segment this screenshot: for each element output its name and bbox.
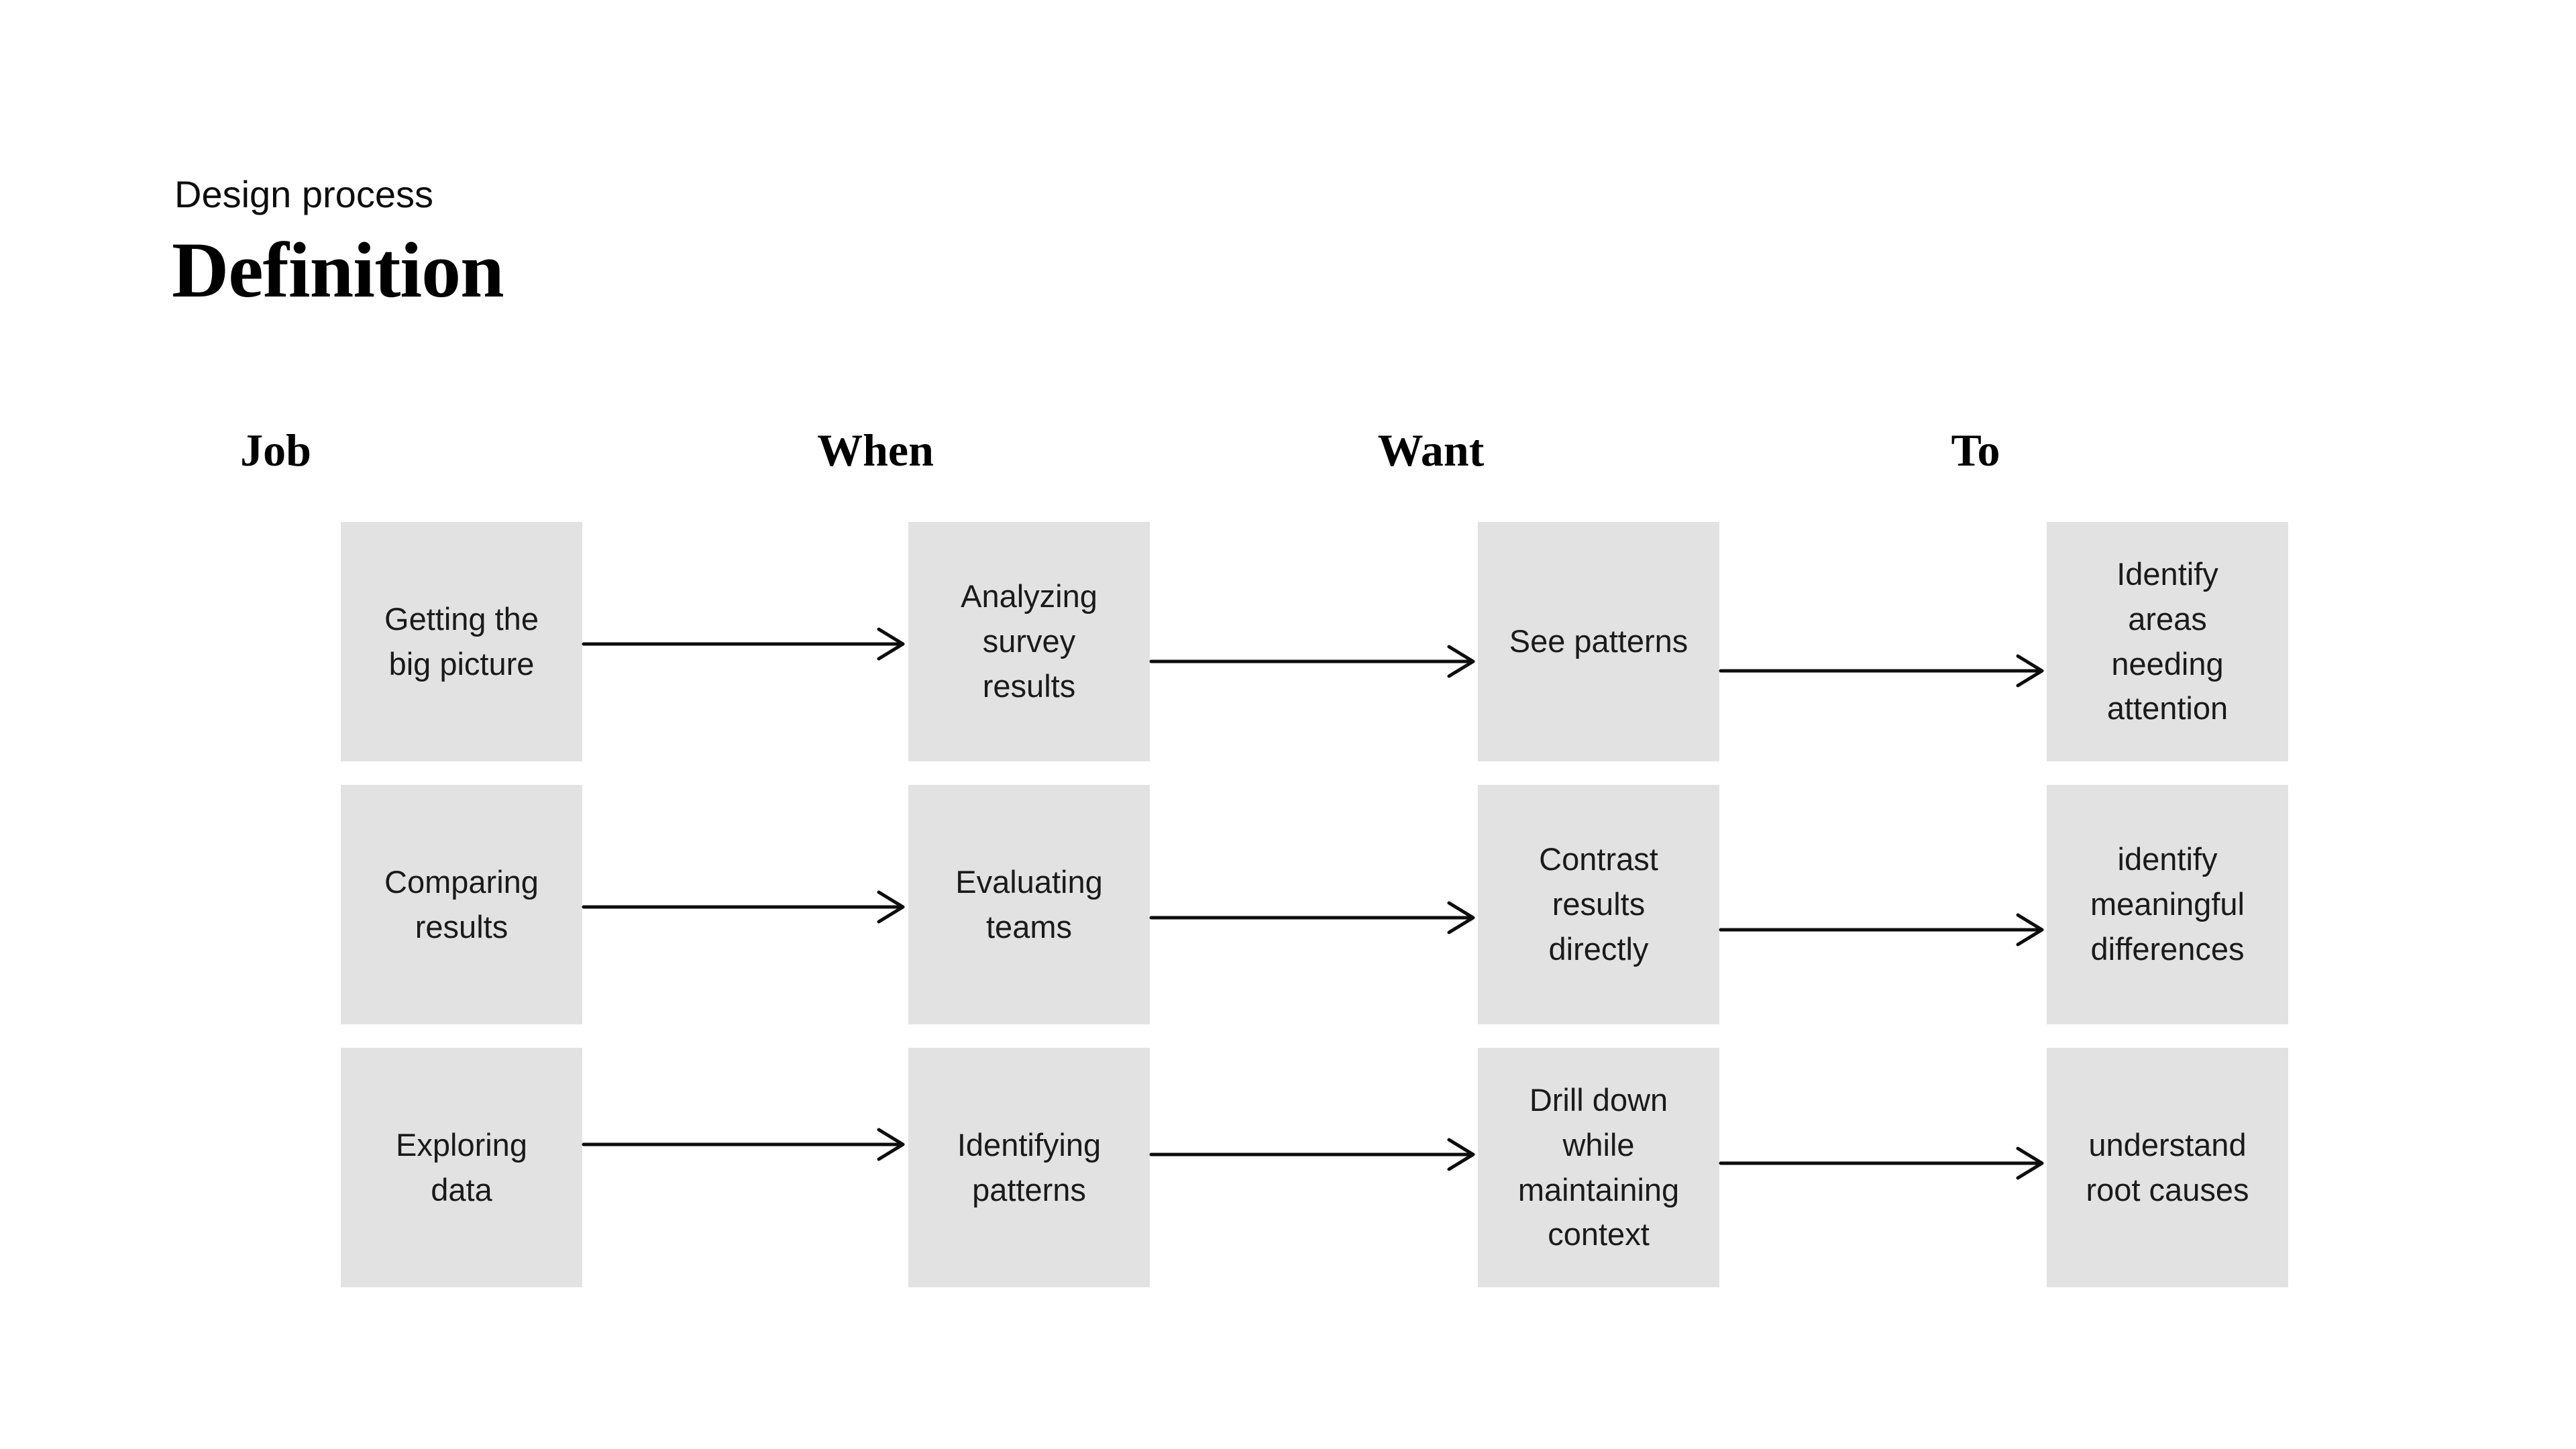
flow-box-want-row2: Contrast results directly [1478,785,1719,1024]
flow-arrow-row2-when-want [1149,901,1475,934]
flow-arrow-row2-job-when [582,890,905,924]
flow-box-to-row3: understand root causes [2047,1048,2288,1287]
flow-box-when-row2: Evaluating teams [908,785,1150,1024]
flow-arrow-row3-when-want [1149,1138,1475,1171]
flow-arrow-row3-want-to [1719,1146,2044,1180]
flow-box-job-row2: Comparing results [341,785,582,1024]
flow-box-to-row1: Identify areas needing attention [2047,522,2288,761]
column-header-want: Want [1377,425,1485,476]
flow-arrow-row3-job-when [582,1128,905,1161]
flow-box-to-row2: identify meaningful differences [2047,785,2288,1024]
flow-arrow-row1-want-to [1719,654,2044,688]
flow-box-when-row1: Analyzing survey results [908,522,1150,761]
flow-box-job-row1: Getting the big picture [341,522,582,761]
flow-arrow-row1-job-when [582,627,905,661]
flow-box-job-row3: Exploring data [341,1048,582,1287]
slide-kicker: Design process [174,173,433,215]
column-header-when: When [817,425,934,476]
flow-box-when-row3: Identifying patterns [908,1048,1150,1287]
page-title: Definition [172,226,504,314]
column-header-job: Job [240,425,311,476]
column-header-to: To [1951,425,2000,476]
flow-arrow-row1-when-want [1149,645,1475,678]
flow-arrow-row2-want-to [1719,913,2044,947]
flow-box-want-row3: Drill down while maintaining context [1478,1048,1719,1287]
flow-box-want-row1: See patterns [1478,522,1719,761]
